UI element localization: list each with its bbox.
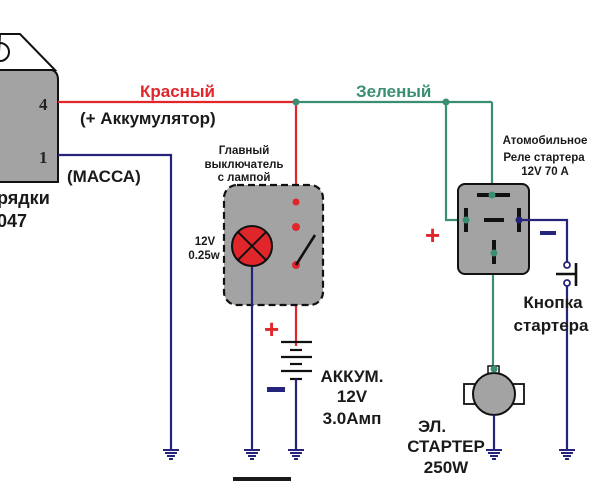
main-switch-housing — [222, 183, 325, 307]
battery-label-line2: 12V — [337, 387, 368, 406]
ground-icon — [559, 449, 575, 460]
ground-icon — [163, 449, 179, 460]
red-wire-sublabel: (+ Аккумулятор) — [80, 109, 216, 128]
junction-dot — [442, 98, 450, 106]
battery-symbol — [281, 340, 312, 381]
regulator-ground-wire — [58, 153, 173, 450]
relay-housing — [457, 183, 530, 275]
battery-plus-sign: + — [264, 314, 279, 344]
starter-label-line2: СТАРТЕР — [407, 437, 485, 456]
main-switch-with-lamp — [222, 183, 325, 307]
regulator-body — [0, 69, 59, 183]
regulator-pin-1: 1 — [39, 148, 48, 167]
ground-icon — [486, 449, 502, 460]
relay-title-line1: Атомобильное — [503, 135, 588, 147]
cutoff-caption-fragment — [233, 477, 291, 481]
battery-label-line1: АККУМ. — [321, 367, 384, 386]
regulator-caption-line1: рядки — [0, 188, 50, 208]
starter-relay — [457, 183, 530, 275]
switch-junction-dot — [292, 198, 300, 206]
main-switch-title-line1: Главный — [219, 145, 270, 157]
ground-wire-label: (МАССА) — [67, 167, 141, 186]
lamp-icon — [231, 225, 273, 267]
relay-pin-center — [484, 218, 504, 222]
green-wire-label: Зеленый — [356, 82, 431, 101]
lamp-voltage: 12V — [195, 236, 216, 248]
start-button-label-line2: стартера — [513, 316, 589, 335]
regulator-mount-hole — [0, 42, 10, 62]
relay-minus-sign — [540, 231, 556, 235]
ground-icon — [244, 449, 260, 460]
regulator-pin-4: 4 — [39, 95, 48, 114]
red-wire-label: Красный — [140, 82, 215, 101]
switch-contact-top — [292, 223, 300, 231]
ground-symbols — [163, 449, 575, 460]
relay-title-line3: 12V 70 A — [521, 166, 569, 178]
starter-motor — [463, 365, 525, 416]
voltage-regulator: 4 1 рядки 047 — [0, 33, 59, 231]
lamp-power: 0.25w — [188, 250, 219, 262]
button-wire — [519, 218, 569, 450]
junction-dot — [292, 98, 300, 106]
relay-title-line2: Реле стартера — [503, 152, 585, 164]
ground-icon — [288, 449, 304, 460]
starter-label-line1: ЭЛ. — [418, 417, 446, 436]
starter-motor-body — [472, 372, 516, 416]
main-switch-title-line2: выключатель — [205, 159, 284, 171]
battery-minus-sign — [267, 387, 285, 392]
start-button-label-line1: Кнопка — [523, 293, 583, 312]
main-switch-title-line3: с лампой — [218, 172, 271, 184]
start-button-symbol — [556, 261, 578, 287]
starter-label-line3: 250W — [424, 458, 469, 477]
switch-lever — [294, 234, 317, 266]
relay-plus-sign: + — [425, 220, 440, 250]
regulator-caption-line2: 047 — [0, 211, 27, 231]
battery-label-line3: 3.0Амп — [323, 409, 382, 428]
regulator-top-tab — [0, 33, 58, 71]
